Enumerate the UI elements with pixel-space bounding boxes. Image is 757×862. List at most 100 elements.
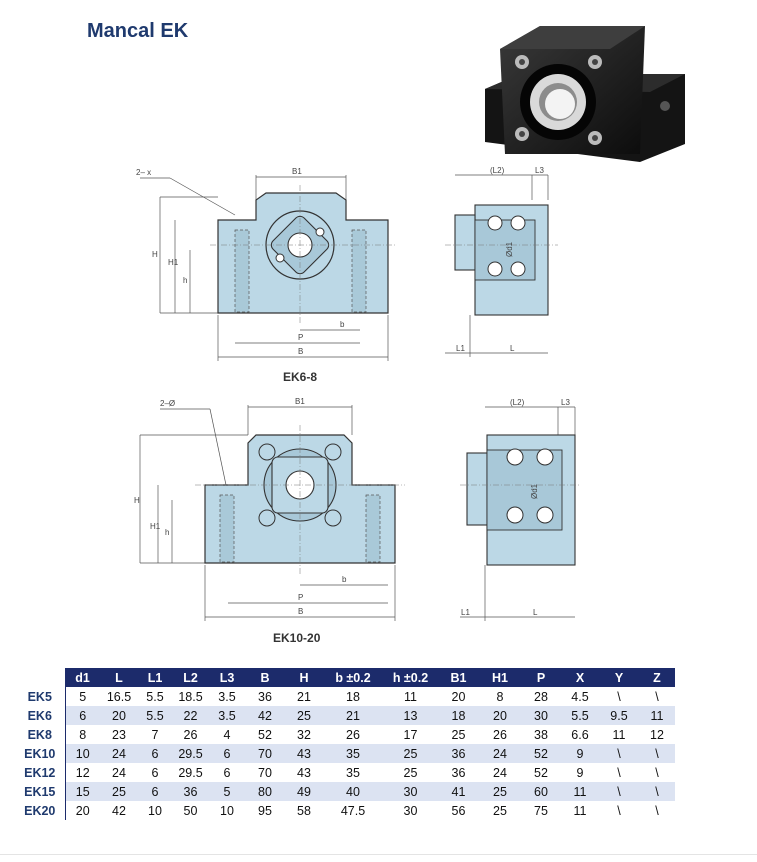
header-blank-cell bbox=[15, 668, 65, 687]
ek10-20-front-view: 2–Ø B1 H H1 h b P B bbox=[134, 397, 405, 621]
dim-b-small-bottom: b bbox=[342, 575, 347, 584]
table-cell: \ bbox=[639, 744, 675, 763]
table-cell: 56 bbox=[451, 803, 466, 818]
table-cell: 40 bbox=[323, 782, 383, 801]
column-header: H bbox=[285, 668, 323, 687]
dim-b1-bottom: B1 bbox=[295, 397, 305, 406]
table-cell: 15 bbox=[65, 782, 100, 801]
table-cell: 28 bbox=[534, 689, 548, 704]
table-cell: 75 bbox=[534, 803, 548, 818]
table-cell: 5.5 bbox=[561, 706, 599, 725]
column-header: H1 bbox=[479, 668, 521, 687]
table-cell: 26 bbox=[493, 727, 507, 742]
table-cell: 36 bbox=[451, 765, 466, 780]
column-header: h ±0.2 bbox=[383, 668, 438, 687]
table-cell: 24 bbox=[112, 765, 126, 780]
table-cell: 30 bbox=[521, 706, 561, 725]
table-cell: 25 bbox=[403, 765, 418, 780]
table-cell: 11 bbox=[561, 782, 599, 801]
column-header: Z bbox=[639, 668, 675, 687]
ek10-20-caption: EK10-20 bbox=[273, 631, 321, 645]
table-cell: 26 bbox=[346, 727, 360, 742]
table-cell: 7 bbox=[151, 727, 159, 742]
product-photo bbox=[485, 26, 685, 162]
dim-l1: L1 bbox=[456, 344, 465, 353]
column-header: P bbox=[521, 668, 561, 687]
dim-b1: B1 bbox=[292, 167, 302, 176]
table-cell: 8 bbox=[79, 727, 87, 742]
dim-d1-bottom: Ød1 bbox=[530, 483, 539, 499]
dim-l1-bottom: L1 bbox=[461, 608, 470, 617]
table-cell: 36 bbox=[258, 689, 272, 704]
dim-h-bottom: H bbox=[134, 496, 140, 505]
table-cell: 11 bbox=[404, 689, 417, 704]
table-cell: 58 bbox=[297, 803, 311, 818]
column-header: d1 bbox=[65, 668, 100, 687]
table-cell: 18 bbox=[346, 689, 360, 704]
ek6-8-side-view: (L2) L3 Ød1 L1 L bbox=[445, 166, 558, 357]
table-cell: 9.5 bbox=[599, 706, 639, 725]
table-cell: 70 bbox=[245, 744, 285, 763]
table-cell: 32 bbox=[297, 727, 311, 742]
table-cell: \ bbox=[599, 744, 639, 763]
table-cell: 43 bbox=[297, 765, 311, 780]
table-cell: 18.5 bbox=[178, 689, 203, 704]
table-cell: 38 bbox=[534, 727, 548, 742]
dim-b: B bbox=[298, 347, 303, 356]
column-header: L3 bbox=[209, 668, 245, 687]
column-header: X bbox=[561, 668, 599, 687]
table-cell: 22 bbox=[172, 706, 209, 725]
table-cell: 70 bbox=[258, 765, 272, 780]
table-cell: 20 bbox=[451, 689, 466, 704]
table-cell: 6 bbox=[138, 782, 172, 801]
footer-divider bbox=[0, 854, 757, 855]
table-cell: 20 bbox=[479, 706, 521, 725]
table-cell: \ bbox=[639, 782, 675, 801]
table-cell: 8 bbox=[496, 689, 504, 704]
table-cell: 24 bbox=[100, 744, 138, 763]
table-cell: 52 bbox=[258, 727, 272, 742]
table-cell: 6 bbox=[138, 744, 172, 763]
dim-l2: (L2) bbox=[490, 166, 505, 175]
dim-l: L bbox=[510, 344, 515, 353]
table-cell: 26 bbox=[183, 727, 198, 742]
table-cell: 23 bbox=[112, 727, 126, 742]
dim-d1: Ød1 bbox=[505, 241, 514, 257]
hole-label: 2– x bbox=[136, 168, 151, 177]
dim-l3: L3 bbox=[535, 166, 544, 175]
table-cell: 5 bbox=[79, 689, 87, 704]
table-cell: 5 bbox=[209, 782, 245, 801]
table-cell: 35 bbox=[323, 744, 383, 763]
ek6-8-front-view: 2– x B1 H H1 h b P B bbox=[136, 167, 395, 361]
table-cell: 49 bbox=[285, 782, 323, 801]
dim-l-bottom: L bbox=[533, 608, 538, 617]
row-model-label: EK12 bbox=[15, 763, 66, 782]
row-model-label: EK15 bbox=[15, 782, 66, 801]
table-cell: 60 bbox=[521, 782, 561, 801]
table-cell: 6 bbox=[209, 744, 245, 763]
table-cell: 21 bbox=[323, 706, 383, 725]
table-cell: 9 bbox=[561, 744, 599, 763]
column-header: L1 bbox=[138, 668, 172, 687]
table-cell: 9 bbox=[576, 765, 584, 780]
column-header: L bbox=[100, 668, 138, 687]
table-cell: \ bbox=[655, 803, 659, 818]
dim-h-small-bottom: h bbox=[165, 528, 169, 537]
dim-h1: H1 bbox=[168, 258, 179, 267]
table-cell: 52 bbox=[534, 765, 548, 780]
table-cell: 3.5 bbox=[218, 689, 236, 704]
table-cell: 20 bbox=[100, 706, 138, 725]
table-cell: 12 bbox=[75, 765, 90, 780]
table-cell: 24 bbox=[479, 744, 521, 763]
dim-h-small: h bbox=[183, 276, 187, 285]
table-cell: \ bbox=[617, 689, 621, 704]
table-cell: 36 bbox=[438, 744, 479, 763]
table-cell: 4.5 bbox=[571, 689, 589, 704]
table-cell: 41 bbox=[438, 782, 479, 801]
